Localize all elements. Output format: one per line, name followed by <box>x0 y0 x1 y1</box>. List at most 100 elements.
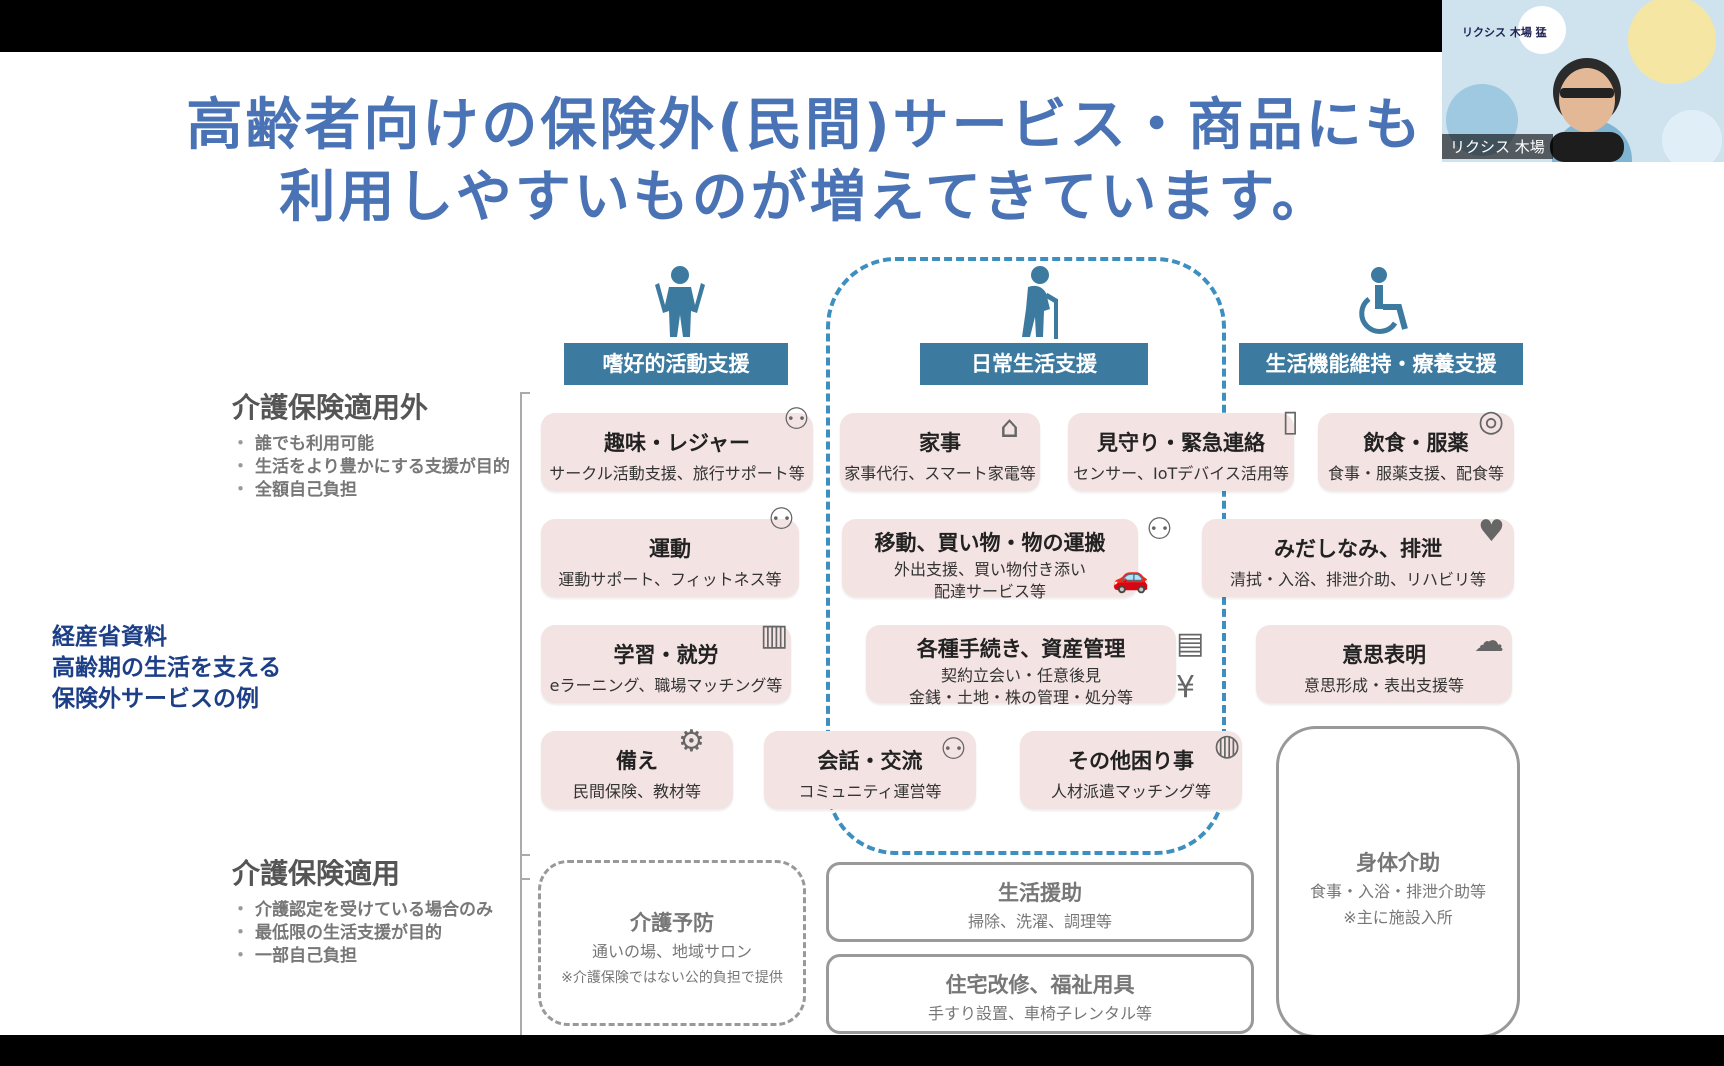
globe-icon: ◍ <box>1214 728 1241 763</box>
card-title: 身体介助 <box>1356 851 1440 875</box>
phone-signal-icon: ▯ <box>1282 404 1299 439</box>
card-sub-1: 契約立会い・任意後見 <box>940 666 1101 685</box>
active-person-icon <box>655 266 705 337</box>
card-title: 会話・交流 <box>817 749 923 773</box>
exercise-people-icon: ⚇ <box>768 502 795 537</box>
card-grooming: みだしなみ、排泄 清拭・入浴、排泄介助、リハビリ等 <box>1202 519 1514 597</box>
bullet: 全額自己負担 <box>232 479 510 502</box>
slide-title: 高齢者向けの保険外(民間)サービス・商品にも 利用しやすいものが増えてきています… <box>180 90 1430 234</box>
card-title: 介護予防 <box>630 911 714 935</box>
outside-bracket <box>520 392 530 880</box>
card-sub-2: 金銭・土地・株の管理・処分等 <box>908 688 1133 707</box>
card-sub: 清拭・入浴、排泄介助、リハビリ等 <box>1229 570 1486 589</box>
card-title: 学習・就労 <box>613 643 719 667</box>
card-sub-2: ※介護保険ではない公的負担で提供 <box>561 970 783 986</box>
card-title: 生活援助 <box>998 881 1082 905</box>
video-thumbnail[interactable]: リクシス 木場 猛 リクシス 木場 <box>1442 0 1724 162</box>
card-title: 各種手続き、資産管理 <box>916 637 1126 661</box>
card-title: 運動 <box>649 537 691 561</box>
card-hobby-leisure: 趣味・レジャー サークル活動支援、旅行サポート等 <box>541 413 813 491</box>
title-line-2: 利用しやすいものが増えてきています。 <box>279 165 1331 230</box>
group-people-icon: ⚇ <box>783 402 810 437</box>
card-sub-1: 外出支援、買い物付き添い <box>893 560 1086 579</box>
inside-insurance-heading: 介護保険適用 <box>232 857 401 890</box>
card-title: 住宅改修、福祉用具 <box>945 973 1135 997</box>
heart-icon: ♥ <box>1478 514 1505 549</box>
document-icon: ▤ <box>1176 626 1205 661</box>
card-title: 見守り・緊急連絡 <box>1097 431 1265 455</box>
card-title: 移動、買い物・物の運搬 <box>874 531 1106 555</box>
card-body-care: 身体介助 食事・入浴・排泄介助等 ※主に施設入所 <box>1276 726 1520 1035</box>
card-prevention: 介護予防 通いの場、地域サロン ※介護保険ではない公的負担で提供 <box>538 860 806 1026</box>
source-line-1: 経産省資料 <box>52 624 167 650</box>
title-line-1: 高齢者向けの保険外(民間)サービス・商品にも <box>186 93 1424 158</box>
card-watch: 見守り・緊急連絡 センサー、IoTデバイス活用等 <box>1068 413 1294 491</box>
participant-name: リクシス 木場 <box>1442 134 1553 159</box>
card-sub-2: ※主に施設入所 <box>1343 908 1453 927</box>
source-note: 経産省資料 高齢期の生活を支える 保険外サービスの例 <box>52 622 281 715</box>
bullet: 生活をより豊かにする支援が目的 <box>232 456 510 479</box>
card-prepare: 備え 民間保険、教材等 <box>541 731 733 809</box>
car-icon: 🚗 <box>1112 560 1150 595</box>
card-procedures: 各種手続き、資産管理 契約立会い・任意後見 金銭・土地・株の管理・処分等 <box>866 625 1176 707</box>
top-bar <box>0 0 1724 52</box>
card-sub: センサー、IoTデバイス活用等 <box>1073 464 1289 483</box>
card-other: その他困り事 人材派遣マッチング等 <box>1020 731 1242 809</box>
video-background-text: リクシス 木場 猛 <box>1462 26 1547 39</box>
video-background <box>1446 0 1722 162</box>
card-title: 家事 <box>919 431 961 455</box>
slide: 高齢者向けの保険外(民間)サービス・商品にも 利用しやすいものが増えてきています… <box>0 52 1724 1035</box>
card-title: 趣味・レジャー <box>604 431 750 455</box>
card-sub: 運動サポート、フィットネス等 <box>558 570 782 589</box>
card-sub-1: 通いの場、地域サロン <box>591 942 752 961</box>
bullet: 介護認定を受けている場合のみ <box>232 899 493 922</box>
card-sub: 掃除、洗濯、調理等 <box>967 912 1112 931</box>
card-sub: 手すり設置、車椅子レンタル等 <box>927 1004 1152 1023</box>
card-sub-1: 食事・入浴・排泄介助等 <box>1309 882 1486 901</box>
card-sub: サークル活動支援、旅行サポート等 <box>549 464 805 483</box>
card-housing: 住宅改修、福祉用具 手すり設置、車椅子レンタル等 <box>826 954 1254 1034</box>
card-study: 学習・就労 eラーニング、職場マッチング等 <box>541 625 791 703</box>
card-sub: コミュニティ運営等 <box>798 782 942 801</box>
category-hobby: 嗜好的活動支援 <box>564 343 788 385</box>
source-line-3: 保険外サービスの例 <box>52 686 259 712</box>
speech-cloud-icon: ☁ <box>1474 624 1504 659</box>
office-worker-icon: ▥ <box>760 618 789 653</box>
card-exercise: 運動 運動サポート、フィットネス等 <box>541 519 799 597</box>
card-title: 飲食・服薬 <box>1363 431 1469 455</box>
bullet: 一部自己負担 <box>232 945 493 968</box>
card-title: 意思表明 <box>1342 643 1426 667</box>
card-title: 備え <box>616 749 658 773</box>
bullet: 誰でも利用可能 <box>232 433 510 456</box>
bottom-bar <box>0 1035 1724 1066</box>
card-food: 飲食・服薬 食事・服薬支援、配食等 <box>1318 413 1514 491</box>
walking-couple-icon: ⚇ <box>1146 512 1173 547</box>
card-living-help: 生活援助 掃除、洗濯、調理等 <box>826 862 1254 942</box>
outside-insurance-bullets: 誰でも利用可能 生活をより豊かにする支援が目的 全額自己負担 <box>232 433 510 502</box>
card-move: 移動、買い物・物の運搬 外出支援、買い物付き添い 配達サービス等 <box>842 519 1138 601</box>
handshake-icon: ◎ <box>1478 404 1505 439</box>
inside-bracket <box>520 854 530 1035</box>
category-daily: 日常生活支援 <box>920 343 1148 385</box>
source-line-2: 高齢期の生活を支える <box>52 655 282 681</box>
card-sub: eラーニング、職場マッチング等 <box>549 676 783 695</box>
card-sub: 家事代行、スマート家電等 <box>844 464 1036 483</box>
card-talk: 会話・交流 コミュニティ運営等 <box>764 731 976 809</box>
outside-insurance-heading: 介護保険適用外 <box>232 391 429 424</box>
two-people-icon: ⚇ <box>940 732 967 767</box>
card-sub: 食事・服薬支援、配食等 <box>1327 464 1504 483</box>
card-housework: 家事 家事代行、スマート家電等 <box>840 413 1040 491</box>
card-intent: 意思表明 意思形成・表出支援等 <box>1256 625 1512 703</box>
category-life: 生活機能維持・療養支援 <box>1239 343 1523 385</box>
card-sub: 民間保険、教材等 <box>572 782 701 801</box>
gear-icon: ⚙ <box>678 724 705 759</box>
card-title: その他困り事 <box>1068 749 1194 773</box>
bullet: 最低限の生活支援が目的 <box>232 922 493 945</box>
card-sub-2: 配達サービス等 <box>933 582 1046 601</box>
house-icon: ⌂ <box>1000 410 1020 445</box>
yen-icon: ¥ <box>1176 670 1196 705</box>
card-title: みだしなみ、排泄 <box>1274 537 1442 561</box>
elderly-cane-icon <box>1022 266 1058 339</box>
card-sub: 意思形成・表出支援等 <box>1303 676 1464 695</box>
wheelchair-icon <box>1359 267 1408 334</box>
